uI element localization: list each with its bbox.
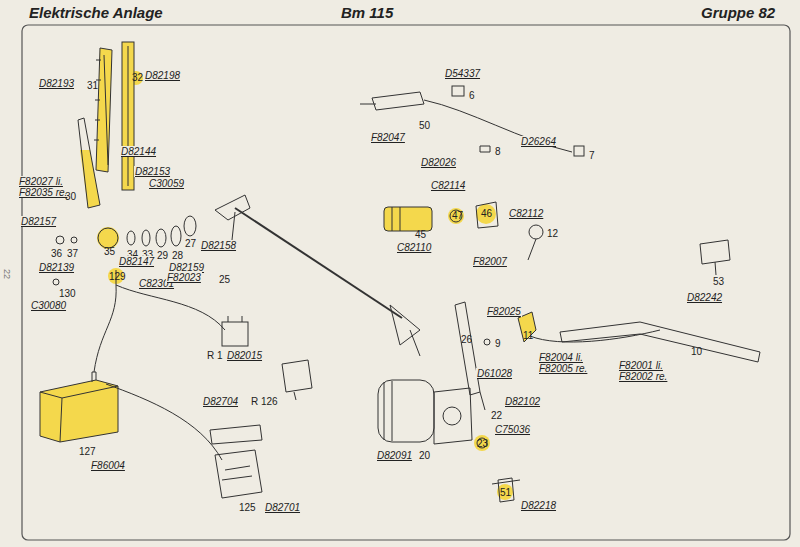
part-number: D82102: [504, 396, 541, 407]
part-number: F82025: [486, 306, 522, 317]
part-number: C30059: [148, 178, 185, 189]
callout-number: 125: [238, 502, 257, 513]
part-number: C75036: [494, 424, 531, 435]
callout-number: 46: [480, 208, 493, 219]
part-number: F82047: [370, 132, 406, 143]
part-number: C30080: [30, 300, 67, 311]
callout-number: 35: [103, 246, 116, 257]
callout-number: 32: [131, 72, 144, 83]
part-number: F82001 li.: [618, 360, 664, 371]
page-number: 22: [1, 268, 12, 280]
part-number: F82023: [166, 272, 202, 283]
part-number: D82139: [38, 262, 75, 273]
page-title: Elektrische Anlage: [28, 4, 164, 21]
callout-number: 36: [50, 248, 63, 259]
part-number: D82158: [200, 240, 237, 251]
header-text: Gruppe 82: [700, 4, 776, 21]
callout-number: 53: [712, 276, 725, 287]
callout-number: 22: [490, 410, 503, 421]
callout-number: 29: [156, 250, 169, 261]
part-number: D82147: [118, 256, 155, 267]
callout-number: 10: [690, 346, 703, 357]
callout-number: 130: [58, 288, 77, 299]
part-number: F82007: [472, 256, 508, 267]
callout-number: 9: [494, 338, 502, 349]
part-number: F82002 re.: [618, 371, 668, 382]
header-text: Bm 115: [340, 4, 394, 21]
part-number: D82157: [20, 216, 57, 227]
callout-number: 27: [184, 238, 197, 249]
part-number: D82144: [120, 146, 157, 157]
part-number: D82701: [264, 502, 301, 513]
callout-number: 20: [418, 450, 431, 461]
callout-number: 6: [468, 90, 476, 101]
callout-number: 31: [86, 80, 99, 91]
callout-number: 8: [494, 146, 502, 157]
part-number: C82112: [508, 208, 544, 219]
callout-number: 37: [66, 248, 79, 259]
callout-number: 26: [460, 334, 473, 345]
callout-number: 28: [171, 250, 184, 261]
part-number: D82015: [226, 350, 263, 361]
callout-number: 12: [546, 228, 559, 239]
part-number: D82091: [376, 450, 413, 461]
part-number: F82035 re.: [18, 187, 68, 198]
callout-number: 47: [451, 210, 464, 221]
part-number: D82193: [38, 78, 75, 89]
part-number: D26264: [520, 136, 557, 147]
part-number: F82004 li.: [538, 352, 584, 363]
callout-number: 129: [108, 271, 127, 282]
callout-number: R 1: [206, 350, 224, 361]
part-number: D54337: [444, 68, 481, 79]
callout-number: 25: [218, 274, 231, 285]
part-number: C82114: [430, 180, 466, 191]
part-number: D82218: [520, 500, 557, 511]
part-number: D82198: [144, 70, 181, 81]
callout-number: 7: [588, 150, 596, 161]
callout-number: 11: [522, 330, 534, 341]
callout-number: 23: [476, 438, 489, 449]
part-number: F82027 li.: [18, 176, 64, 187]
part-number: D61028: [476, 368, 513, 379]
part-number: F82005 re.: [538, 363, 588, 374]
part-number: D82704: [202, 396, 239, 407]
callout-number: 45: [414, 229, 427, 240]
part-number: D82153: [134, 166, 171, 177]
part-number: D82026: [420, 157, 457, 168]
callout-number: R 126: [250, 396, 279, 407]
part-number: C82110: [396, 242, 432, 253]
callout-number: 51: [499, 487, 512, 498]
callout-number: 127: [78, 446, 97, 457]
callout-number: 50: [418, 120, 431, 131]
part-number: F86004: [90, 460, 126, 471]
callout-number: 30: [64, 191, 77, 202]
part-number: D82242: [686, 292, 723, 303]
